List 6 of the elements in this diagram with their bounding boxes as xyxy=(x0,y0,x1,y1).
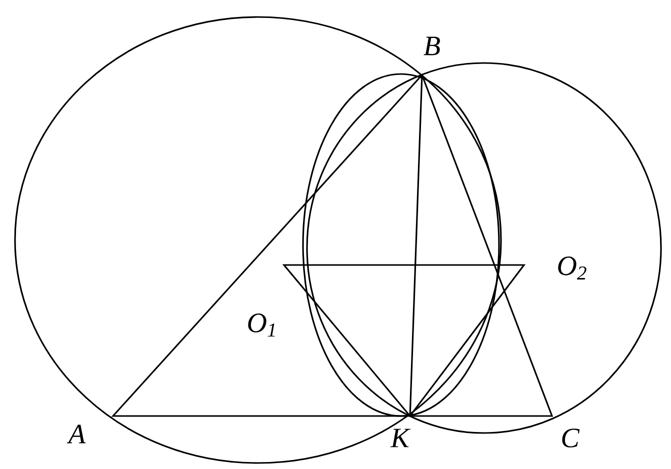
point-label: A xyxy=(66,424,86,444)
point-label: B xyxy=(424,36,440,56)
point-label: O$_{2}$ xyxy=(558,256,586,280)
point-label: K xyxy=(390,428,411,448)
point-label: C xyxy=(562,428,580,448)
point-label: O$_{1}$ xyxy=(248,314,275,336)
